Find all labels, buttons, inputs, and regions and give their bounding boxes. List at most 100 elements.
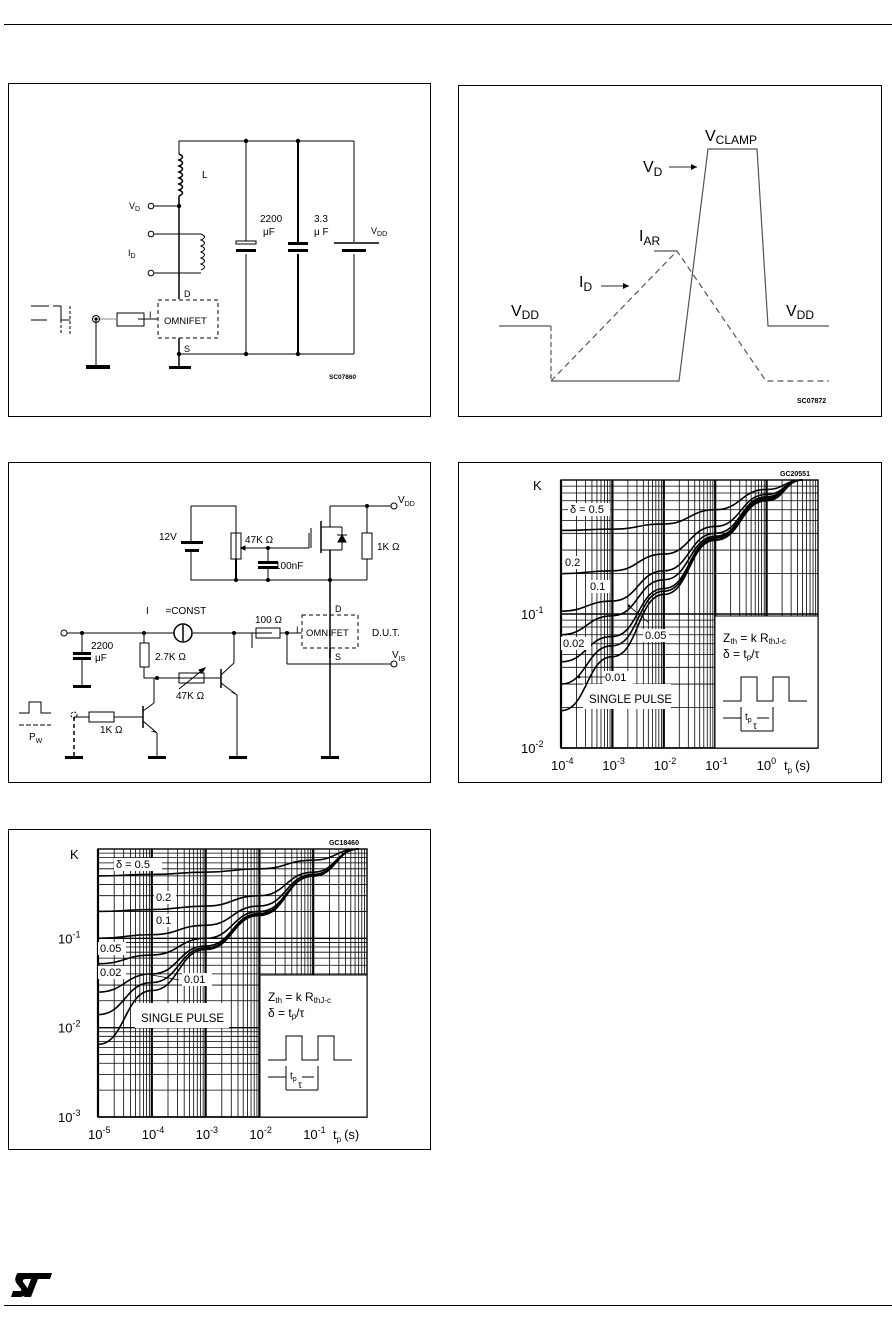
circuit-schematic: L VD ID 2200 μF 3.3 μ F VDD D S I OMNIFE…: [31, 138, 387, 381]
drain-label: D: [184, 289, 191, 299]
vdd-label: VDD: [371, 226, 387, 238]
x-tick-label: 10-5: [88, 1125, 110, 1142]
single-pulse-label-bg: [135, 1003, 229, 1028]
label-leader-arrow: [628, 605, 650, 624]
id-label: ID: [579, 274, 592, 294]
input-resistor-label: 100 Ω: [255, 615, 282, 626]
bias-resistor-label: 2.7K Ω: [155, 652, 186, 663]
series-line-2: [97, 848, 359, 940]
series-line-1: [560, 479, 803, 575]
legend-formula-duty: δ = tp/τ: [268, 1006, 304, 1021]
series-line-5: [560, 479, 803, 685]
x-tick-label: 10-1: [303, 1125, 325, 1142]
grid: [559, 480, 818, 749]
input-cap-value: 2200: [91, 641, 114, 652]
arrow-head: [627, 604, 631, 608]
footer-rule: [4, 1305, 892, 1306]
x-tick-label: 10-4: [142, 1125, 164, 1142]
gate-resistor-label: 1K Ω: [377, 542, 400, 553]
series-label-bg: [563, 556, 585, 569]
series-label: 0.2: [565, 557, 580, 569]
figure-code: SC07860: [329, 374, 356, 381]
iar-label: IAR: [639, 228, 660, 248]
y-tick-label: 10-2: [58, 1019, 80, 1036]
drain-label: D: [335, 604, 342, 614]
battery-label: 12V: [159, 532, 177, 543]
series-label: 0.02: [563, 638, 584, 650]
legend-formula-duty: δ = tp/τ: [723, 647, 759, 662]
vclamp-label: VCLAMP: [705, 128, 757, 147]
source-label: S: [335, 652, 341, 662]
tp-label: tp: [290, 1071, 297, 1083]
x-tick-label: 10-2: [654, 756, 676, 773]
series-label: 0.05: [100, 943, 121, 955]
y-tick-label: 10-2: [521, 739, 543, 756]
series-label: 0.01: [184, 974, 205, 986]
vd-label: VD: [129, 201, 140, 213]
vd-label: VD: [643, 159, 663, 179]
series-label-bg: [643, 629, 669, 642]
y-tick-label: 10-1: [521, 605, 543, 622]
gate-cap-label: 100nF: [275, 561, 303, 572]
series-line-6: [560, 479, 803, 712]
vdd-label: VDD: [398, 495, 415, 508]
legend-box: [259, 974, 368, 1118]
device-label: OMNIFET: [164, 316, 207, 327]
x-tick-label: 10-3: [602, 756, 624, 773]
series-line-6: [97, 848, 359, 1046]
input-label: I: [149, 310, 152, 320]
x-axis-label: tp(s): [333, 1127, 359, 1144]
figure-code: SC07872: [797, 398, 826, 405]
vdd-right-label: VDD: [786, 303, 814, 322]
series-label-bg: [603, 671, 633, 684]
y-axis-label: K: [533, 478, 542, 493]
y-tick-label: 10-3: [58, 1108, 80, 1125]
header-rule: [4, 24, 892, 25]
dut-label: D.U.T.: [372, 628, 400, 639]
input-cap-unit: μF: [95, 653, 107, 664]
series-label: 0.2: [156, 892, 171, 904]
figure-unclamped-test-circuit: L VD ID 2200 μF 3.3 μ F VDD D S I OMNIFE…: [8, 83, 431, 417]
series-label-bg: [114, 858, 162, 871]
series-label: δ = 0.5: [570, 504, 604, 516]
x-tick-label: 10-1: [705, 756, 727, 773]
single-pulse-label: SINGLE PULSE: [141, 1013, 224, 1025]
potentiometer-label: 47K Ω: [245, 535, 274, 546]
base-resistor-label: 1K Ω: [100, 725, 123, 736]
label-leader-arrow: [151, 974, 180, 981]
vdd-left-label: VDD: [511, 303, 539, 322]
single-pulse-label-bg: [583, 684, 671, 709]
x-tick-label: 100: [757, 756, 776, 773]
id-label: ID: [128, 248, 136, 260]
pulse-train-icon: [723, 676, 807, 702]
vis-label: VIS: [392, 650, 406, 663]
x-axis-label: tp(s): [784, 758, 810, 775]
series-label-bg: [98, 966, 126, 979]
series-line-0: [97, 848, 359, 877]
legend-formula-zth: Zth = k RthJ-c: [723, 631, 786, 646]
series-line-0: [560, 479, 803, 532]
legend-box: [714, 615, 819, 749]
series-label-bg: [154, 914, 176, 927]
inductor-label: L: [202, 170, 208, 181]
single-pulse-label: SINGLE PULSE: [589, 694, 672, 706]
series-label: 0.1: [156, 915, 171, 927]
input-label: I: [296, 625, 299, 635]
x-tick-label: 10-3: [196, 1125, 218, 1142]
figure-switching-test-circuit: VDD 12V 47K Ω 100nF 1K Ω I =CONST 100 Ω …: [8, 462, 431, 783]
arrow-head: [150, 973, 154, 977]
figure-code: GC18460: [329, 840, 359, 847]
series-label-bg: [154, 891, 176, 904]
arrow-head: [577, 675, 581, 679]
cap2-unit: μ F: [314, 227, 329, 238]
st-logo: ST: [10, 1272, 54, 1303]
series-label-bg: [568, 503, 610, 516]
series-label-bg: [98, 942, 126, 955]
series-label-bg: [182, 973, 212, 986]
source-label: S: [184, 344, 190, 354]
circuit-schematic: VDD 12V 47K Ω 100nF 1K Ω I =CONST 100 Ω …: [19, 495, 415, 759]
variable-resistor-label: 47K Ω: [176, 691, 205, 702]
